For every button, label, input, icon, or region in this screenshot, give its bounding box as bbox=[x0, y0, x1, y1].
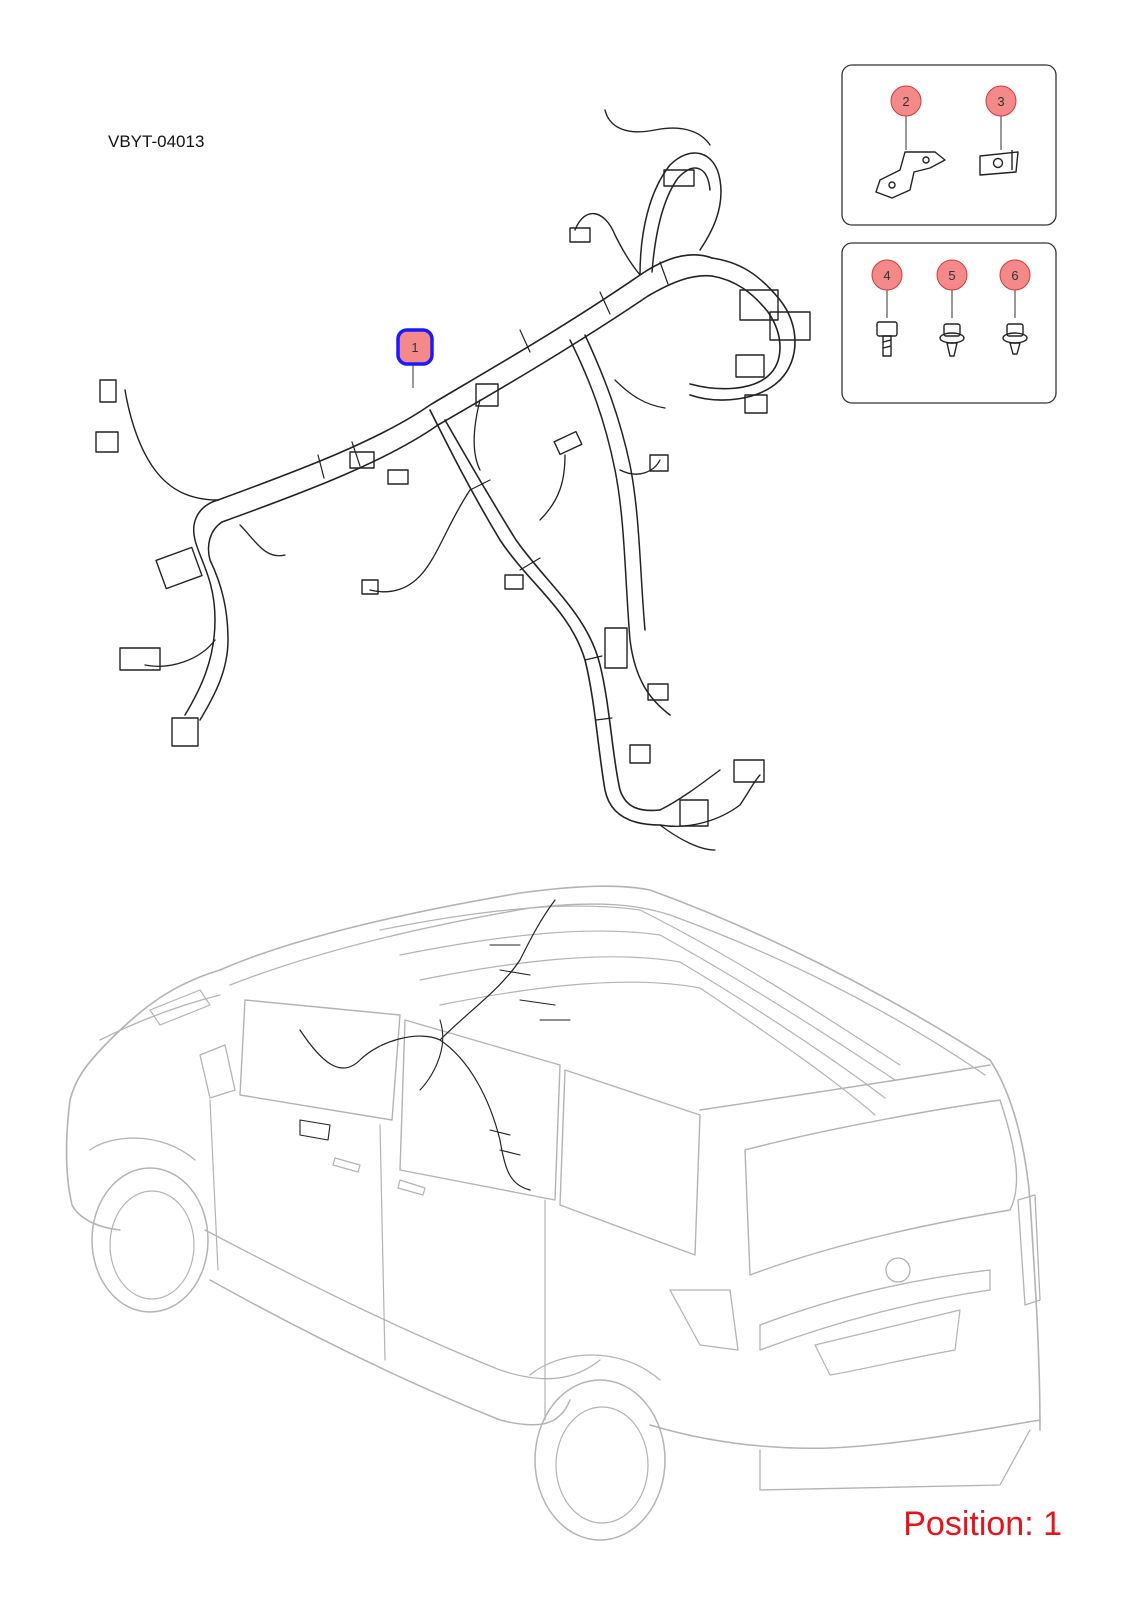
position-indicator: Position: 1 bbox=[903, 1505, 1062, 1543]
van-outline-illustration bbox=[65, 885, 1041, 1541]
callout-1[interactable]: 1 bbox=[396, 328, 434, 366]
callout-2-label: 2 bbox=[902, 94, 909, 109]
callout-5[interactable]: 5 bbox=[936, 259, 968, 291]
callout-2[interactable]: 2 bbox=[890, 85, 922, 117]
callout-3[interactable]: 3 bbox=[985, 85, 1017, 117]
fastener-box-bottom bbox=[841, 242, 1057, 404]
clip-plate-icon bbox=[979, 150, 1019, 176]
diagram-code: VBYT-04013 bbox=[108, 132, 205, 151]
callout-6[interactable]: 6 bbox=[999, 259, 1031, 291]
callout-6-label: 6 bbox=[1011, 268, 1018, 283]
callout-4-label: 4 bbox=[883, 268, 890, 283]
callout-1-label: 1 bbox=[411, 340, 418, 355]
callout-4[interactable]: 4 bbox=[871, 259, 903, 291]
bolt-icon bbox=[876, 321, 898, 357]
harness-location-preview bbox=[299, 899, 571, 1191]
callout-5-label: 5 bbox=[948, 268, 955, 283]
flange-nut-icon bbox=[1002, 323, 1028, 355]
wiring-harness-illustration bbox=[95, 109, 811, 851]
callout-3-label: 3 bbox=[997, 94, 1004, 109]
fastener-box-top bbox=[841, 64, 1057, 226]
bracket-icon bbox=[875, 151, 946, 199]
flange-bolt-icon bbox=[939, 323, 965, 357]
